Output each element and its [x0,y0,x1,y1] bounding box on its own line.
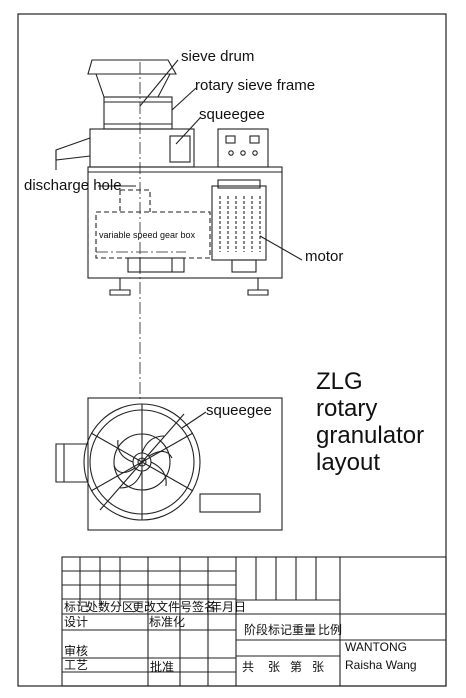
tb-change-doc: 更改文件号 [132,600,193,614]
tb-total: 共 [242,660,255,674]
label-motor: motor [305,248,344,265]
tb-zone: 分区 [110,600,135,614]
upper-housing [89,128,195,168]
tb-page: 第 [290,660,303,674]
label-squeegee-top: squeegee [199,106,265,123]
tb-stage-mark: 阶段标记 [244,623,293,637]
title-line-1: ZLG [316,368,363,395]
tb-sign: 签名 [192,600,217,614]
tb-sheet-2: 张 [312,660,325,674]
tb-person: Raisha Wang [345,658,417,672]
title-line-3: granulator [316,422,425,449]
tb-review: 审核 [64,644,89,658]
label-sieve-drum: sieve drum [181,48,255,65]
label-gear-box: variable speed gear box [99,230,196,240]
right-foot [247,278,269,296]
main-body [87,166,283,279]
label-rotary-sieve-frame: rotary sieve frame [195,77,316,94]
tb-design: 设计 [64,615,89,629]
tb-weight: 重量 [292,623,317,637]
tb-marks: 标记 [64,600,89,614]
tb-standardize: 标准化 [149,615,186,629]
tb-process: 工艺 [64,658,89,672]
title-block [61,556,447,687]
tb-scale: 比例 [318,623,343,637]
label-discharge-hole: discharge hole [24,177,122,194]
left-foot [109,278,131,296]
top-view-chute [55,443,88,483]
top-view-housing [87,397,283,531]
tb-company: WANTONG [345,640,407,654]
tb-sheet-1: 张 [268,660,281,674]
tb-date: 年月日 [210,600,247,614]
drawing-title: ZLG rotary granulator layout [316,368,424,476]
tb-approve: 批准 [150,660,175,674]
tb-count: 处数 [86,600,111,614]
label-squeegee-bottom: squeegee [206,402,272,419]
title-line-2: rotary [316,395,378,422]
discharge-chute [55,137,91,161]
control-box [217,128,269,168]
title-line-4: layout [316,449,381,476]
